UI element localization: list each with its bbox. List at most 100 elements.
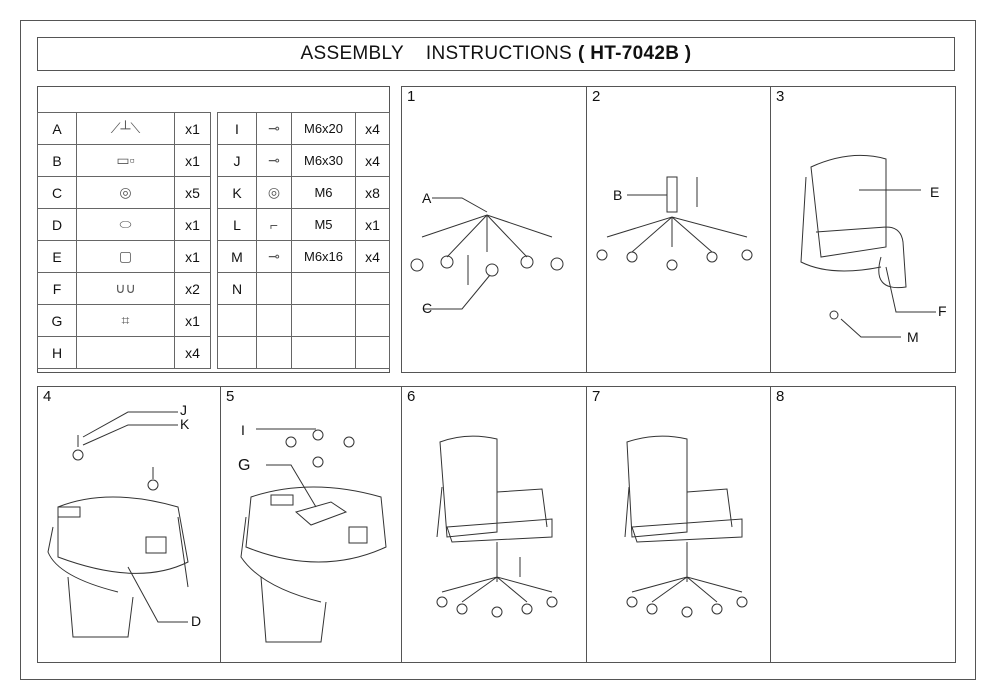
- part-letter: A: [37, 112, 77, 145]
- chair-complete-illustration: [624, 435, 748, 618]
- step-5: 5 I G: [220, 386, 402, 663]
- step-2: 2 B: [586, 86, 771, 373]
- part-qty: x5: [174, 176, 211, 209]
- part-size: M6x30: [291, 144, 356, 177]
- part-letter: N: [217, 272, 257, 305]
- part-size: M6x20: [291, 112, 356, 145]
- part-letter: K: [217, 176, 257, 209]
- outer-border: [20, 20, 976, 680]
- step-number: 5: [226, 388, 235, 405]
- part-image: [256, 272, 292, 305]
- part-letter: I: [217, 112, 257, 145]
- chair-assembled-illustration: [436, 435, 558, 618]
- step-7: 7: [586, 386, 771, 663]
- part-qty: x4: [355, 112, 390, 145]
- label-e: E: [930, 184, 940, 200]
- washer-icon: ◎: [256, 176, 292, 209]
- part-qty: x1: [174, 240, 211, 273]
- seat-bottom-illustration: [47, 411, 189, 638]
- step-3: 3 E F M: [770, 86, 956, 373]
- part-letter: B: [37, 144, 77, 177]
- part-image: [76, 336, 175, 369]
- part-qty: x1: [174, 112, 211, 145]
- label-f: F: [938, 303, 947, 319]
- step-number: 6: [407, 388, 416, 405]
- part-row: [217, 304, 390, 337]
- part-qty: x4: [174, 336, 211, 369]
- part-qty: x4: [355, 144, 390, 177]
- part-qty: x1: [174, 304, 211, 337]
- part-letter: [217, 336, 257, 369]
- step-8: 8: [770, 386, 956, 663]
- step-6: 6: [401, 386, 587, 663]
- step-number: 8: [776, 388, 785, 405]
- backrest-armrest-illustration: [800, 154, 936, 338]
- part-qty: [355, 304, 390, 337]
- part-qty: [355, 336, 390, 369]
- part-letter: F: [37, 272, 77, 305]
- part-size: M5: [291, 208, 356, 241]
- part-size: M6x16: [291, 240, 356, 273]
- bolt-icon: ⊸: [256, 144, 292, 177]
- title-text: ASSEMBLY INSTRUCTIONS: [300, 43, 573, 64]
- caster-icon: ◎: [76, 176, 175, 209]
- part-row: D⬭x1: [37, 208, 211, 241]
- part-row: C◎x5: [37, 176, 211, 209]
- label-c: C: [422, 300, 433, 316]
- part-letter: E: [37, 240, 77, 273]
- gas-lift-illustration: [596, 176, 753, 271]
- label-d: D: [191, 613, 202, 629]
- part-qty: x2: [174, 272, 211, 305]
- step-number: 7: [592, 388, 601, 405]
- part-qty: x1: [174, 208, 211, 241]
- part-letter: G: [37, 304, 77, 337]
- part-qty: x4: [355, 240, 390, 273]
- part-letter: J: [217, 144, 257, 177]
- part-letter: L: [217, 208, 257, 241]
- part-qty: x1: [174, 144, 211, 177]
- part-image: [256, 304, 292, 337]
- step-number: 2: [592, 88, 601, 105]
- label-m: M: [907, 329, 919, 345]
- part-size: [291, 272, 356, 305]
- step-number: 4: [43, 388, 52, 405]
- part-letter: D: [37, 208, 77, 241]
- part-row: [217, 336, 390, 369]
- backrest-icon: ▢: [76, 240, 175, 273]
- part-qty: x1: [355, 208, 390, 241]
- step-number: 1: [407, 88, 416, 105]
- seat-icon: ⬭: [76, 208, 175, 241]
- part-letter: C: [37, 176, 77, 209]
- part-size: M6: [291, 176, 356, 209]
- part-row: G⌗x1: [37, 304, 211, 337]
- allen-key-icon: ⌐: [256, 208, 292, 241]
- mechanism-icon: ⌗: [76, 304, 175, 337]
- label-g: G: [238, 457, 251, 474]
- mechanism-attach-illustration: [240, 428, 387, 643]
- label-b: B: [613, 187, 623, 203]
- gas-lift-icon: ▭▫: [76, 144, 175, 177]
- page-title: ASSEMBLY INSTRUCTIONS ( HT-7042B ): [37, 37, 955, 71]
- part-row: B▭▫x1: [37, 144, 211, 177]
- part-row: N: [217, 272, 390, 305]
- label-j: J: [180, 402, 187, 418]
- part-row: A⟋┴⟍x1: [37, 112, 211, 145]
- part-image: [256, 336, 292, 369]
- armrest-icon: ∪∪: [76, 272, 175, 305]
- part-letter: [217, 304, 257, 337]
- base-icon: ⟋┴⟍: [76, 112, 175, 145]
- part-qty: x8: [355, 176, 390, 209]
- part-row: F∪∪x2: [37, 272, 211, 305]
- part-letter: M: [217, 240, 257, 273]
- step-number: 3: [776, 88, 785, 105]
- part-size: [291, 304, 356, 337]
- base-casters-illustration: [410, 197, 564, 310]
